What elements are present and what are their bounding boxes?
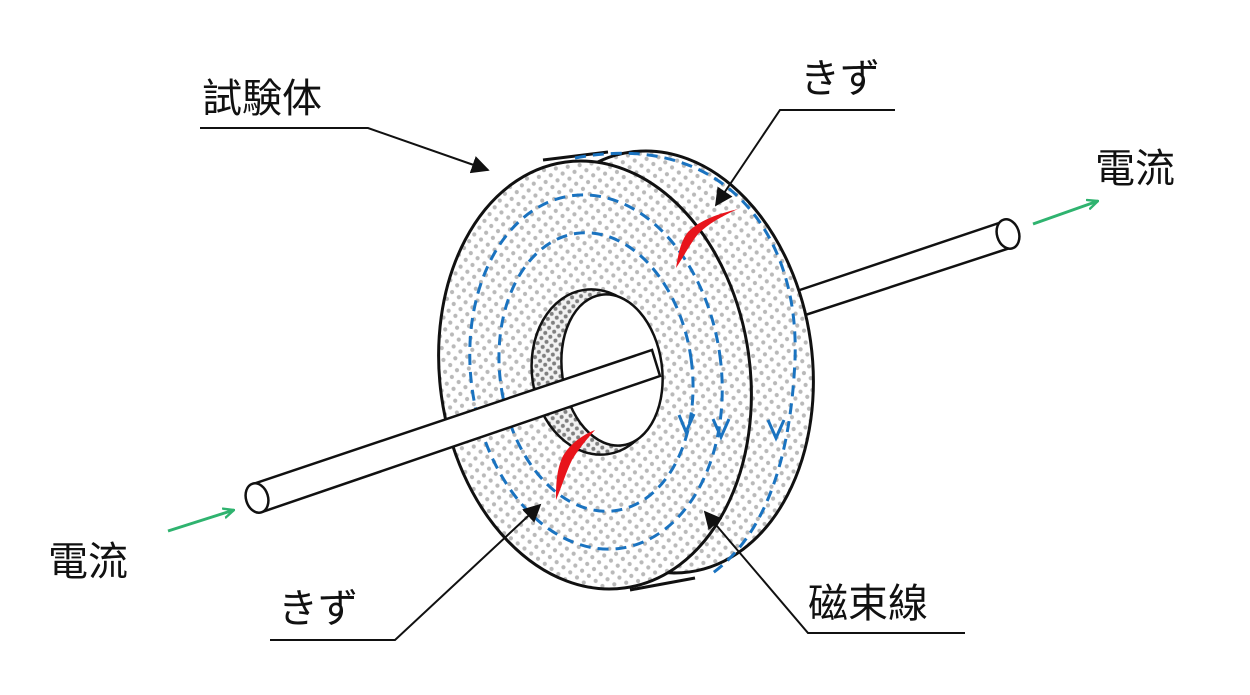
leader-flaw-bottom <box>270 503 542 641</box>
current-arrow-out <box>1032 201 1098 226</box>
flaw-top-mark <box>676 209 738 268</box>
label-flaw-top: きず <box>800 56 880 102</box>
label-specimen: 試験体 <box>202 76 322 122</box>
leader-lines <box>200 109 965 641</box>
flux-arrow-3 <box>766 419 786 442</box>
leader-flux <box>703 510 965 634</box>
rod-front <box>244 348 662 514</box>
leader-flaw-top <box>714 109 895 207</box>
current-arrow-in <box>167 510 234 533</box>
current-arrows <box>167 201 1098 533</box>
flux-arrowheads <box>677 413 786 442</box>
flux-arrow-2 <box>711 418 731 441</box>
label-flux: 磁束線 <box>808 581 928 627</box>
flaw-bottom-mark <box>556 430 595 500</box>
flaw-marks <box>556 209 738 500</box>
leader-specimen <box>200 127 490 174</box>
label-flaw-bottom: きず <box>278 586 358 632</box>
flux-lines <box>468 151 797 577</box>
flux-line-outer <box>468 193 724 551</box>
flux-line-inner <box>497 231 695 513</box>
label-current-right: 電流 <box>1095 146 1175 192</box>
flux-line-side <box>574 151 797 577</box>
flux-arrow-1 <box>677 413 696 436</box>
label-current-left: 電流 <box>48 539 128 585</box>
rod-back <box>774 218 1021 322</box>
